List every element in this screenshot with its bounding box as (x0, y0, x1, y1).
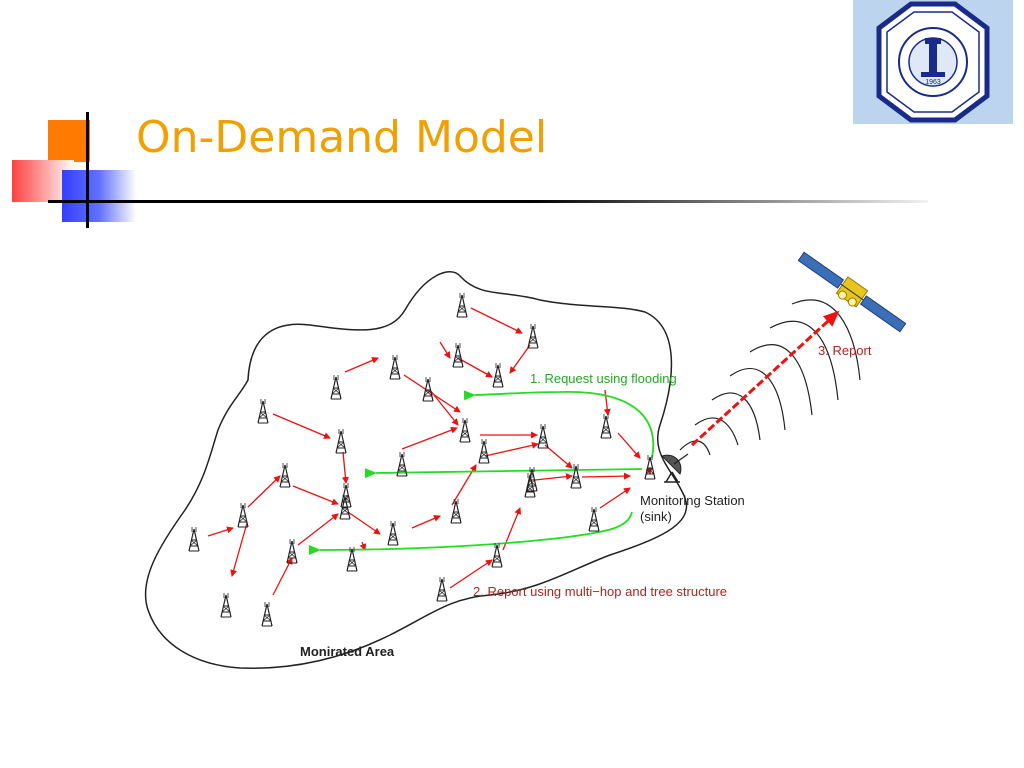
satellite-dish-icon (661, 453, 689, 483)
step1-label: 1. Request using flooding (530, 371, 677, 386)
sensor-tower-icon (600, 413, 612, 439)
request-arrows (308, 390, 655, 556)
sensor-tower-icon (188, 526, 200, 552)
sensor-tower-icon (335, 428, 347, 454)
sensor-tower-icon (220, 592, 232, 618)
sensor-tower-icon (527, 323, 539, 349)
step2-label: 2. Report using multi−hop and tree struc… (473, 584, 727, 599)
monitored-area-boundary (144, 271, 688, 669)
sensor-tower-icon (491, 542, 503, 568)
sensor-tower-icon (537, 423, 549, 449)
sensor-tower-icon (330, 374, 342, 400)
sensor-tower-icon (478, 438, 490, 464)
sensor-tower-icon (261, 601, 273, 627)
sensor-tower-icon (450, 498, 462, 524)
station-label-line2: (sink) (640, 509, 672, 524)
slide-decoration (0, 0, 160, 240)
report-arrows (207, 307, 653, 596)
station-label-line1: Monitoring Station (640, 493, 745, 508)
logo-year: 1963 (925, 79, 941, 86)
title-underline (48, 200, 928, 203)
sensor-nodes (188, 292, 612, 627)
on-demand-diagram: 1. Request using flooding 2. Report usin… (144, 251, 907, 669)
sensor-tower-icon (387, 520, 399, 546)
satellite-icon (797, 251, 907, 333)
university-logo: 1963 (853, 0, 1013, 124)
sensor-tower-icon (459, 417, 471, 443)
area-label: Monirated Area (300, 644, 395, 659)
sensor-tower-icon (452, 342, 464, 368)
sensor-tower-icon (570, 463, 582, 489)
sensor-tower-icon (588, 506, 600, 532)
sensor-tower-icon (436, 576, 448, 602)
monitoring-station (644, 453, 689, 483)
orange-square (48, 120, 90, 162)
blue-square (62, 170, 136, 222)
university-seal-icon: 1963 (876, 1, 990, 123)
vertical-rule (86, 112, 89, 228)
sensor-tower-icon (456, 292, 468, 318)
sensor-tower-icon (389, 354, 401, 380)
slide-title: On-Demand Model (136, 112, 548, 163)
sensor-tower-icon (492, 362, 504, 388)
sensor-tower-icon (257, 398, 269, 424)
sensor-tower-icon (279, 462, 291, 488)
report-to-satellite-arrow (690, 310, 840, 447)
signal-waves (679, 299, 861, 456)
step3-label: 3. Report (818, 343, 872, 358)
